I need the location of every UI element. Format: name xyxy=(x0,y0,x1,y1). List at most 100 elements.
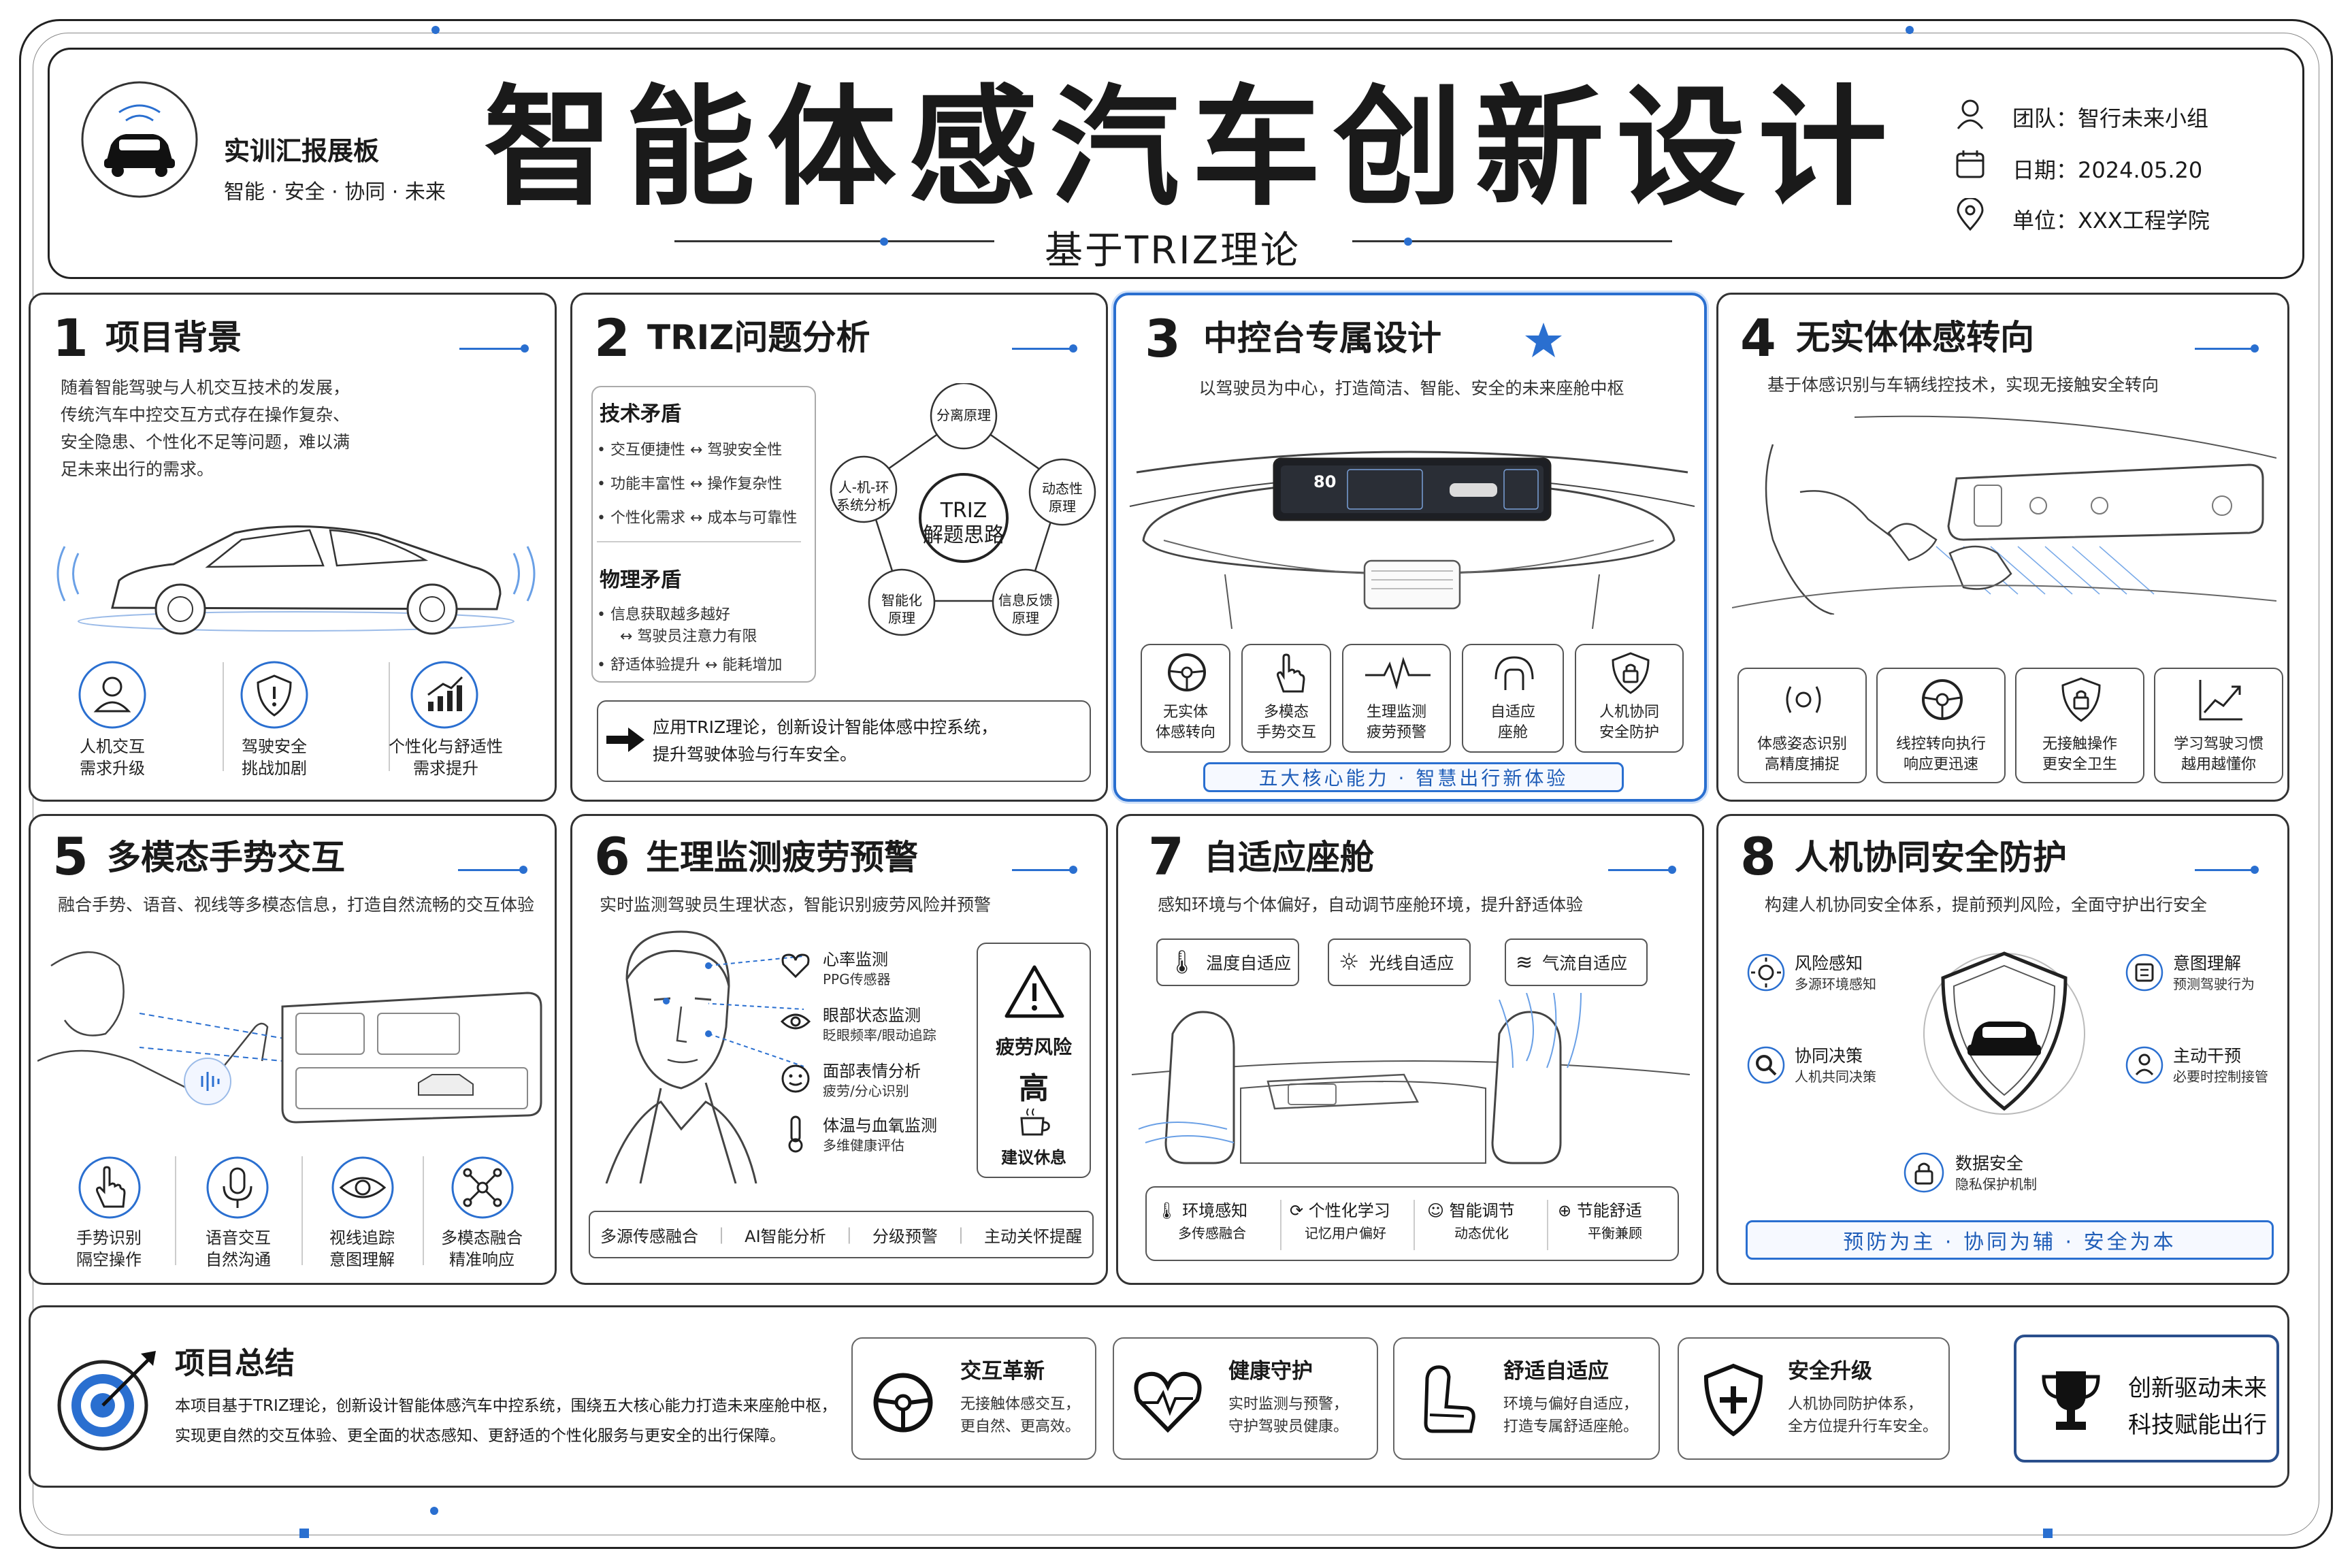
process-bar: 多源传感融合| AI智能分析| 分级预警| 主动关怀提醒 xyxy=(589,1211,1094,1258)
item-label: 个性化与舒适性需求提升 xyxy=(389,737,503,779)
steering-wheel-icon xyxy=(1168,653,1206,691)
tile-title: 安全升级 xyxy=(1788,1359,1872,1384)
driver-face-illustration xyxy=(605,930,757,1183)
feature-tile: 学习驾驶习惯越用越懂你 xyxy=(2154,668,2283,783)
risk-label: 疲劳风险 xyxy=(995,1036,1072,1058)
target-icon xyxy=(57,1351,156,1451)
section-desc: 以驾驶员为中心，打造简洁、智能、安全的未来座舱中枢 xyxy=(1198,378,1624,398)
adaptive-chip: ☼光线自适应 xyxy=(1328,938,1471,986)
tech-title: 技术矛盾 xyxy=(600,402,681,426)
section-number: 8 xyxy=(1740,826,1776,887)
dashboard-illustration xyxy=(1129,451,1695,630)
calendar-icon xyxy=(1956,150,1984,178)
page-subtitle: 基于TRIZ理论 xyxy=(1045,229,1301,273)
section-number: 5 xyxy=(52,826,88,887)
monitor-item: 体温与血氧监测多维健康评估 xyxy=(823,1116,937,1154)
capability-label: 人机协同安全防护 xyxy=(1599,704,1659,741)
item-label: 视线追踪意图理解 xyxy=(329,1228,395,1270)
gesture-steering-illustration xyxy=(1732,415,2276,615)
section-title: TRIZ问题分析 xyxy=(647,318,870,357)
summary-tile: 健康守护 实时监测与预警，守护驾驶员健康。 xyxy=(1113,1337,1378,1460)
capability-tile: 自适应座舱 xyxy=(1462,644,1564,753)
section-title: 项目背景 xyxy=(105,318,242,357)
triz-diagram xyxy=(830,383,1096,636)
risk-level: 高 xyxy=(1019,1071,1049,1106)
car-seat-icon xyxy=(1424,1365,1475,1433)
tech-item: • 功能丰富性 ↔ 操作复杂性 xyxy=(597,476,783,493)
unit-text: 单位：XXX工程学院 xyxy=(2012,208,2210,233)
capability-tile: 多模态手势交互 xyxy=(1241,644,1331,753)
tile-text: 环境与偏好自适应，打造专属舒适座舱。 xyxy=(1503,1396,1639,1435)
summary-panel: 项目总结 本项目基于TRIZ理论，创新设计智能体感汽车中控系统，围绕五大核心能力… xyxy=(29,1305,2289,1488)
corner-ornament xyxy=(299,1529,309,1538)
capability-tile: 人机协同安全防护 xyxy=(1575,644,1684,753)
brand-title: 实训汇报展板 xyxy=(224,136,380,166)
safety-item: 意图理解预测驾驶行为 xyxy=(2173,953,2255,992)
section-desc: 融合手势、语音、视线等多模态信息，打造自然流畅的交互体验 xyxy=(58,895,535,915)
microphone-icon xyxy=(206,1156,269,1219)
capability-caption: 五大核心能力 · 智慧出行新体验 xyxy=(1203,762,1624,792)
summary-tile: 安全升级 人机协同防护体系，全方位提升行车安全。 xyxy=(1678,1337,1950,1460)
tile-text: 无接触体感交互，更自然、更高效。 xyxy=(960,1396,1081,1435)
card-background: 1 项目背景 随着智能驾驶与人机交互技术的发展， 传统汽车中控交互方式存在操作复… xyxy=(29,293,557,802)
subtitle-line-left xyxy=(674,240,994,242)
tile-title: 交互革新 xyxy=(960,1359,1045,1384)
section-title: 中控台专属设计 xyxy=(1203,318,1441,358)
car-sketch-illustration xyxy=(56,525,536,635)
network-icon xyxy=(451,1156,514,1219)
feature-label: 线控转向执行响应更迅速 xyxy=(1895,736,1986,773)
capability-label: 生理监测疲劳预警 xyxy=(1366,704,1426,741)
item-label: 驾驶安全挑战加剧 xyxy=(242,737,307,779)
eye-icon xyxy=(781,1013,811,1030)
cabin-illustration xyxy=(1132,993,1690,1164)
card-background: 5 多模态手势交互 融合手势、语音、视线等多模态信息，打造自然流畅的交互体验 手… xyxy=(29,814,557,1285)
section-title: 生理监测疲劳预警 xyxy=(646,838,918,877)
triz-node: 智能化原理 xyxy=(881,592,922,626)
tile-title: 舒适自适应 xyxy=(1503,1359,1609,1384)
radar-icon xyxy=(1747,953,1785,992)
bar-chart-icon xyxy=(410,661,478,729)
date-text: 日期：2024.05.20 xyxy=(2012,157,2203,183)
triz-node: 分离原理 xyxy=(936,407,991,423)
card-background: 4 无实体体感转向 基于体感识别与车辆线控技术，实现无接触安全转向 体感姿态识别… xyxy=(1716,293,2289,802)
intent-icon xyxy=(2125,953,2163,992)
search-icon xyxy=(1747,1046,1785,1084)
page-title: 智能体感汽车创新设计 xyxy=(483,73,1899,223)
section-title: 自适应座舱 xyxy=(1204,838,1374,877)
section-number: 3 xyxy=(1145,308,1181,369)
safety-item: 风险感知多源环境感知 xyxy=(1795,953,1876,992)
slogan-text: 创新驱动未来科技赋能出行 xyxy=(2128,1375,2267,1439)
feature-label: 体感姿态识别高精度捕捉 xyxy=(1757,736,1847,773)
feature-label: 无接触操作更安全卫生 xyxy=(2042,736,2117,773)
star-icon xyxy=(1525,323,1562,357)
feature-item: ⊕ 节能舒适平衡兼顾 xyxy=(1558,1201,1642,1241)
eye-icon xyxy=(331,1156,394,1219)
heartbeat-icon xyxy=(1365,656,1431,690)
section-number: 2 xyxy=(594,308,630,368)
steering-wheel-icon xyxy=(1922,679,1963,720)
shield-plus-icon xyxy=(1703,1363,1763,1437)
motion-sensor-icon xyxy=(1786,686,1821,713)
conclusion-text: 应用TRIZ理论，创新设计智能体感中控系统，提升驾驶体验与行车安全。 xyxy=(653,717,998,764)
card-background: 2 TRIZ问题分析 技术矛盾 • 交互便捷性 ↔ 驾驶安全性 • 功能丰富性 … xyxy=(570,293,1108,802)
section-title: 无实体体感转向 xyxy=(1796,318,2034,357)
subtitle-line-right xyxy=(1352,240,1672,242)
section-desc: 基于体感识别与车辆线控技术，实现无接触安全转向 xyxy=(1767,375,2159,395)
section-number: 4 xyxy=(1740,308,1776,368)
desc-line: 安全隐患、个性化不足等问题，难以满 xyxy=(61,432,350,452)
phys-item: • 舒适体验提升 ↔ 能耗增加 xyxy=(597,657,783,674)
shield-lock-icon xyxy=(1612,652,1650,694)
triz-node: 信息反馈原理 xyxy=(998,592,1053,626)
energy-icon: ⊕ xyxy=(1558,1201,1577,1220)
feature-item: 🌡︎ 环境感知多传感融合 xyxy=(1156,1201,1248,1241)
steering-wheel-icon xyxy=(873,1373,933,1433)
user-icon xyxy=(78,661,146,729)
gesture-hand-icon xyxy=(1277,653,1305,693)
heart-pulse-icon xyxy=(1134,1371,1202,1433)
safety-item: 协同决策人机共同决策 xyxy=(1795,1046,1876,1085)
user-icon xyxy=(1957,99,1984,129)
process-step: 多源传感融合 xyxy=(600,1226,699,1246)
